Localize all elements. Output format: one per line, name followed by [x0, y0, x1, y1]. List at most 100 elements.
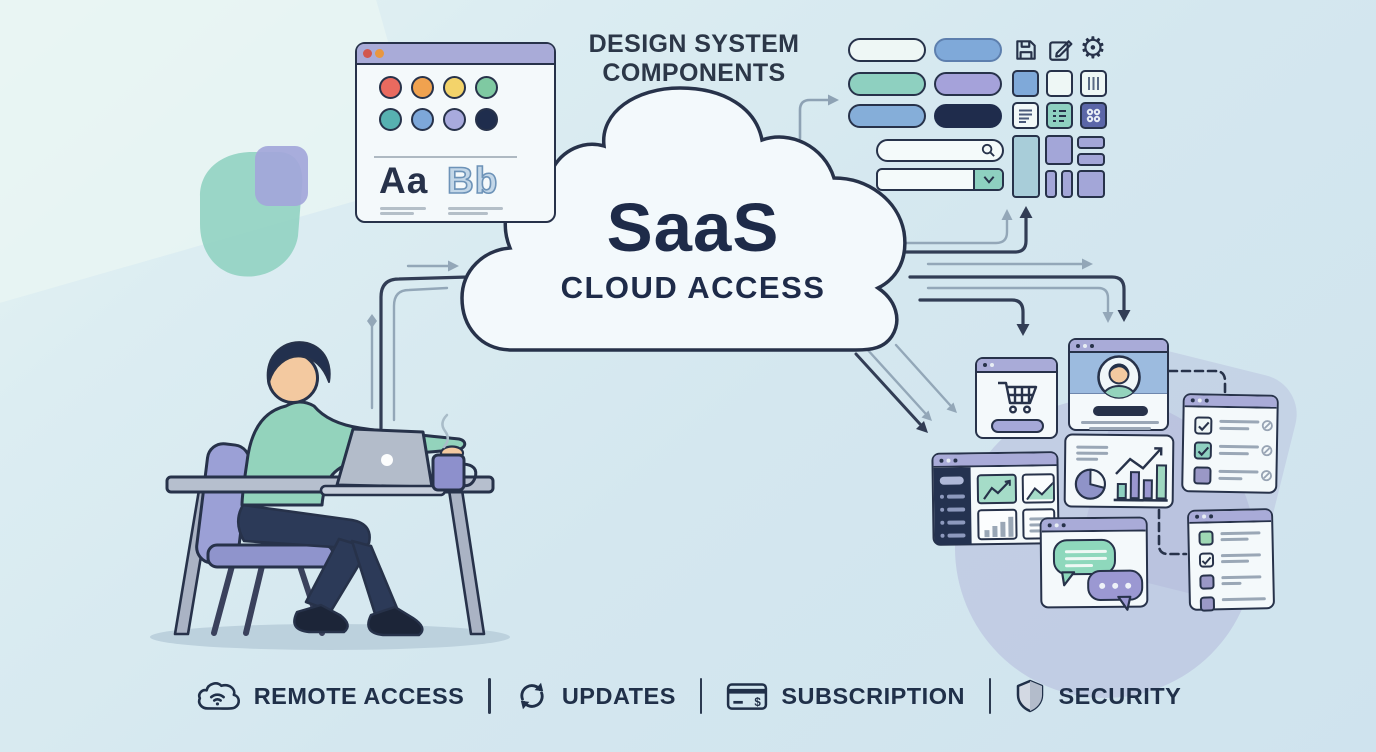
row-status-icon [1260, 470, 1272, 482]
laptop [319, 427, 447, 497]
swatch-navy[interactable] [475, 108, 498, 131]
pie-chart-icon [1074, 468, 1106, 500]
cart-window [975, 357, 1058, 439]
shoe [293, 603, 349, 634]
swatch-blue[interactable] [411, 108, 434, 131]
tile-teal-list[interactable] [1046, 102, 1073, 129]
button-purple[interactable] [934, 72, 1002, 96]
chat-window [1039, 516, 1149, 611]
layout-block-square [1077, 170, 1105, 198]
cloud-wifi-icon [197, 682, 240, 710]
cloud-subtitle: CLOUD ACCESS [560, 270, 826, 305]
dashboard-sidebar [933, 467, 972, 545]
feature-divider [699, 678, 703, 714]
swatch-red[interactable] [379, 76, 402, 99]
swatch-teal[interactable] [379, 108, 402, 131]
swatch-green[interactable] [475, 76, 498, 99]
analytics-card [1063, 433, 1175, 509]
layout-block-square [1045, 135, 1073, 165]
credit-card-icon: $ [727, 683, 768, 710]
cloud-shape [460, 86, 907, 352]
tile-vertical-lines[interactable] [1080, 70, 1107, 97]
feature-label: REMOTE ACCESS [253, 682, 465, 709]
design-panel-window: Aa Bb [355, 42, 556, 223]
checkbox-checked[interactable] [1194, 416, 1213, 435]
swatch-orange[interactable] [411, 76, 434, 99]
layout-block-row [1077, 136, 1105, 149]
window-dot-orange [375, 49, 384, 58]
window-dot-red [363, 49, 372, 58]
person-at-desk [150, 341, 510, 650]
feature-remote-access: REMOTE ACCESS [195, 679, 465, 713]
checkbox-unchecked-green[interactable] [1198, 530, 1214, 546]
area-chart-card [1021, 473, 1056, 504]
profile-window [1068, 338, 1169, 431]
save-icon[interactable] [1012, 36, 1040, 64]
checkbox-checked-teal[interactable] [1193, 441, 1213, 460]
shield-icon [1017, 679, 1044, 713]
checkbox-checked[interactable] [1198, 552, 1215, 568]
svg-text:$: $ [755, 697, 762, 709]
checkbox-unchecked[interactable] [1199, 574, 1215, 590]
sync-icon [520, 682, 544, 710]
feature-divider [988, 678, 992, 714]
checkbox-unchecked[interactable] [1199, 596, 1216, 612]
button-blue-outline[interactable] [848, 104, 926, 128]
button-light[interactable] [848, 38, 926, 62]
heading-line1: DESIGN SYSTEM [588, 30, 800, 58]
layout-block-sidebar [1012, 135, 1040, 198]
tile-app-grid-dots[interactable] [1080, 102, 1107, 129]
bar-chart-card [977, 508, 1018, 541]
tile-blue[interactable] [1012, 70, 1039, 97]
checklist-window-a [1181, 393, 1279, 494]
button-navy[interactable] [934, 104, 1002, 128]
feature-divider [488, 678, 491, 714]
shopping-cart-icon [996, 378, 1040, 416]
cloud-title: SaaS [606, 189, 780, 266]
tile-empty[interactable] [1046, 70, 1073, 97]
heading-line2: COMPONENTS [602, 58, 786, 87]
search-icon [981, 143, 995, 157]
checkbox-unchecked[interactable] [1193, 466, 1212, 485]
bar-chart-trend-icon [1113, 447, 1168, 502]
shoe [367, 605, 424, 637]
button-blue[interactable] [934, 38, 1002, 62]
cart-button[interactable] [991, 419, 1044, 433]
person-hair [266, 341, 331, 385]
feature-subscription: $ SUBSCRIPTION [726, 680, 965, 712]
dropdown-select[interactable] [876, 168, 1004, 191]
feature-updates: UPDATES [515, 679, 676, 713]
search-input[interactable] [876, 139, 1004, 162]
dashboard-window [931, 451, 1060, 546]
line-chart-card [976, 473, 1018, 505]
feature-security: SECURITY [1015, 679, 1181, 713]
feature-label: UPDATES [561, 682, 676, 709]
layout-block-row [1077, 153, 1105, 166]
flow-arrows [367, 94, 1227, 556]
purple-blob [255, 146, 308, 206]
edit-icon[interactable] [1046, 36, 1074, 64]
design-system-heading: DESIGN SYSTEM COMPONENTS [544, 30, 844, 87]
feature-bar: REMOTE ACCESS UPDATES $ SUBSCRIPTION [0, 664, 1376, 728]
feature-label: SECURITY [1058, 682, 1182, 709]
gear-icon[interactable]: ⚙ [1079, 32, 1107, 65]
cloud-label: SaaS CLOUD ACCESS [493, 193, 893, 306]
swatch-yellow[interactable] [443, 76, 466, 99]
layout-block-column [1045, 170, 1057, 198]
checklist-window-b [1186, 508, 1276, 612]
row-status-icon [1261, 445, 1273, 457]
type-sample-aa: Aa [379, 160, 429, 201]
user-avatar-icon [1097, 355, 1141, 399]
row-status-icon [1261, 420, 1273, 432]
tile-document-lines[interactable] [1012, 102, 1039, 129]
color-swatches [379, 76, 498, 131]
button-teal[interactable] [848, 72, 926, 96]
swatch-lavender[interactable] [443, 108, 466, 131]
panel-divider [374, 156, 517, 158]
layout-block-column [1061, 170, 1073, 198]
type-sample-bb: Bb [446, 159, 499, 202]
chevron-down-icon[interactable] [973, 170, 1002, 189]
feature-label: SUBSCRIPTION [781, 682, 965, 709]
